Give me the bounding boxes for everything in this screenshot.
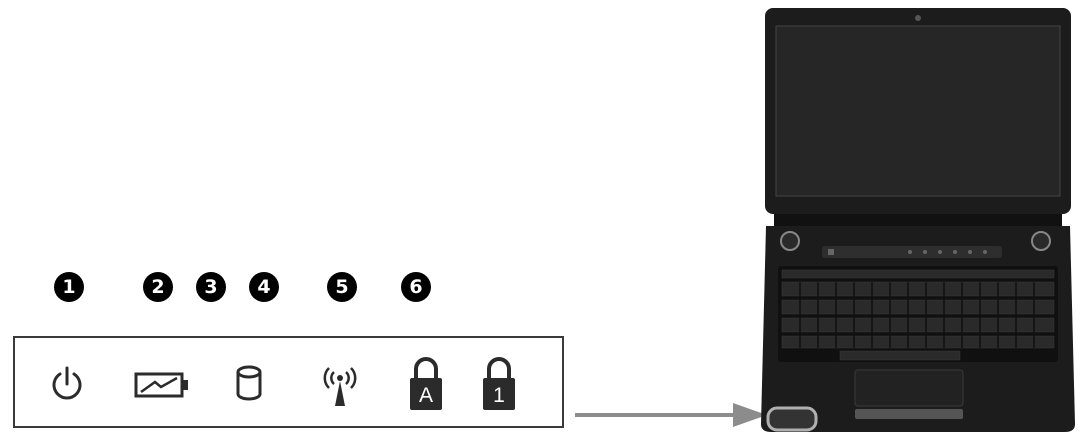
callout-2-label: 2 (151, 278, 164, 297)
callout-5-label: 5 (335, 278, 348, 297)
touchpad (855, 370, 963, 406)
laptop-illustration (760, 4, 1076, 434)
callout-1-label: 1 (62, 278, 75, 297)
callout-3: 3 (196, 272, 226, 302)
callout-4-label: 4 (257, 278, 270, 297)
pointer-arrow (575, 400, 775, 430)
speaker-left-icon (781, 232, 799, 250)
callout-2: 2 (143, 272, 173, 302)
webcam-icon (915, 15, 921, 21)
hard-drive-icon (234, 364, 264, 404)
callout-4: 4 (249, 272, 279, 302)
laptop-hinge (774, 214, 1062, 226)
power-icon (47, 364, 87, 404)
callout-5: 5 (327, 272, 357, 302)
callout-3-label: 3 (204, 278, 217, 297)
indicator-highlight (768, 408, 816, 430)
indicator-panel: A 1 (13, 336, 564, 428)
laptop-screen (776, 26, 1060, 196)
callout-6-label: 6 (409, 278, 422, 297)
speaker-right-icon (1032, 232, 1050, 250)
callout-6: 6 (401, 272, 431, 302)
wireless-icon (315, 362, 365, 408)
battery-icon (133, 370, 193, 400)
caps-lock-letter: A (419, 384, 433, 407)
num-lock-letter: 1 (493, 384, 505, 407)
caps-lock-icon: A (408, 354, 444, 412)
num-lock-icon: 1 (481, 354, 517, 412)
touchpad-button (855, 409, 963, 419)
callout-1: 1 (54, 272, 84, 302)
